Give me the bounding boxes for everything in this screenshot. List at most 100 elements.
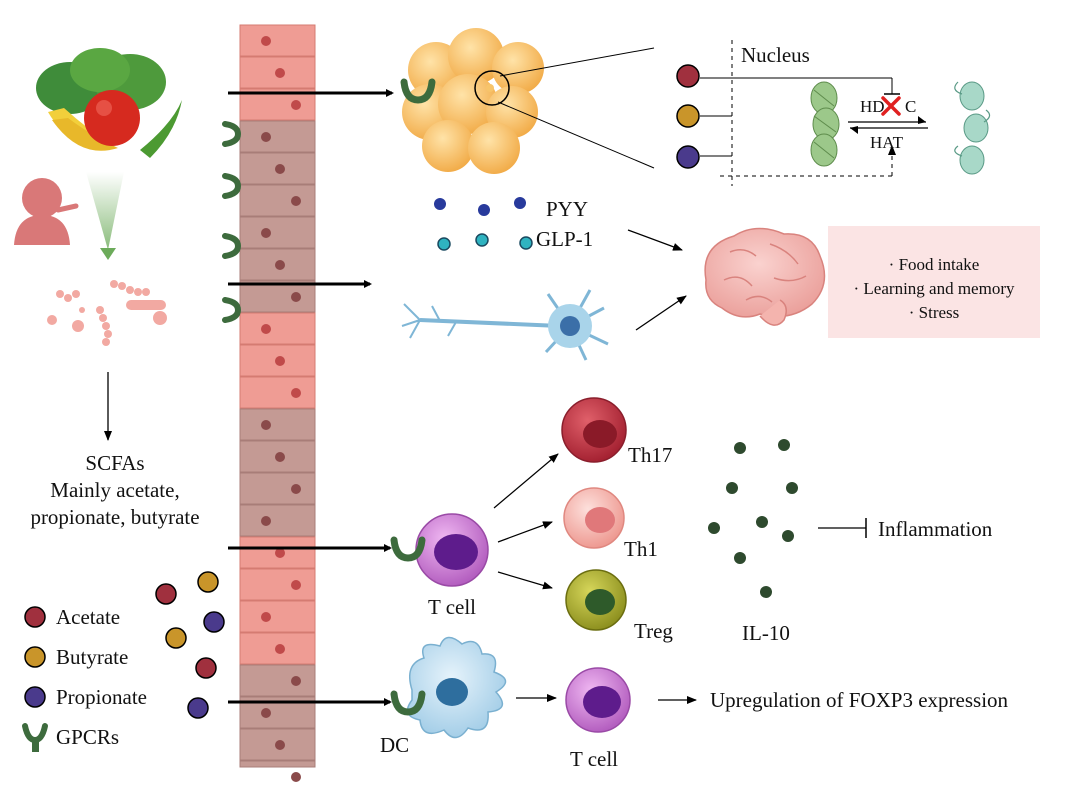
digestion-funnel bbox=[86, 172, 124, 250]
chromatin-compact-icon bbox=[810, 81, 840, 167]
epithelial-cell bbox=[239, 568, 316, 601]
t-cell-icon bbox=[390, 513, 489, 587]
zoom-line-top bbox=[499, 47, 655, 77]
t-cell-2-icon bbox=[565, 667, 631, 733]
scfa-line-2: Mainly acetate, bbox=[50, 478, 179, 502]
scfa-molecules bbox=[155, 571, 225, 719]
epithelial-cell-nucleus bbox=[291, 292, 301, 302]
epithelial-cell bbox=[239, 280, 316, 313]
legend-acetate-label: Acetate bbox=[56, 605, 120, 629]
neuron-to-brain-arrow bbox=[635, 295, 687, 331]
legend: Acetate Butyrate Propionate GPCRs bbox=[22, 605, 147, 752]
glp1-label: GLP-1 bbox=[536, 227, 593, 251]
legend-gpcr-label: GPCRs bbox=[56, 725, 119, 749]
epithelial-cell-nucleus bbox=[275, 452, 285, 462]
legend-butyrate-label: Butyrate bbox=[56, 645, 128, 669]
nucleus-butyrate-icon bbox=[676, 104, 700, 128]
pyy-label: PYY bbox=[546, 197, 588, 221]
treg-cell-icon bbox=[565, 569, 627, 631]
th17-cell-icon bbox=[561, 397, 627, 463]
il10-label: IL-10 bbox=[742, 621, 790, 645]
hdac-label-right: C bbox=[905, 97, 916, 116]
epithelial-cell bbox=[239, 408, 316, 441]
hdac-label-left: HD bbox=[860, 97, 885, 116]
foxp3-label: Upregulation of FOXP3 expression bbox=[710, 688, 1009, 712]
propionate-molecule bbox=[187, 697, 209, 719]
nucleus-inset bbox=[700, 40, 900, 186]
th1-cell-icon bbox=[563, 487, 625, 549]
inhibits-inflammation-line bbox=[818, 518, 867, 538]
dendritic-cell-icon bbox=[390, 636, 507, 739]
th17-label: Th17 bbox=[628, 443, 672, 467]
food-vegetables-icon bbox=[36, 48, 182, 158]
hat-label: HAT bbox=[870, 133, 904, 152]
tcell-to-th17-arrow bbox=[493, 453, 559, 509]
epithelium-gpcr-icon bbox=[222, 173, 242, 199]
epithelial-cell-nucleus bbox=[291, 484, 301, 494]
epithelial-cell-nucleus bbox=[261, 516, 271, 526]
scfa-line-3: propionate, butyrate bbox=[30, 505, 199, 529]
epithelial-cell-nucleus bbox=[291, 100, 301, 110]
inflammation-label: Inflammation bbox=[878, 517, 993, 541]
nucleus-label: Nucleus bbox=[741, 43, 810, 67]
legend-gpcr-icon bbox=[22, 723, 48, 752]
intestinal-epithelium bbox=[239, 24, 316, 782]
epithelial-cell bbox=[239, 760, 316, 768]
hdac-inhibited-icon bbox=[881, 96, 901, 116]
epithelial-cell bbox=[239, 24, 316, 57]
zoom-line-bottom bbox=[497, 101, 655, 169]
epithelial-cell-nucleus bbox=[261, 612, 271, 622]
chromatin-open-icon bbox=[954, 81, 991, 175]
glp1-dots bbox=[437, 233, 533, 251]
epithelial-cell bbox=[239, 216, 316, 249]
tcell-gpcr-icon bbox=[390, 536, 426, 562]
effect-stress: · Stress bbox=[909, 303, 960, 322]
funnel-arrow-icon bbox=[100, 248, 116, 260]
legend-propionate-label: Propionate bbox=[56, 685, 147, 709]
propionate-molecule bbox=[203, 611, 225, 633]
epithelial-cell bbox=[239, 504, 316, 537]
epithelial-cell-nucleus bbox=[291, 580, 301, 590]
dc-label: DC bbox=[380, 733, 409, 757]
acetate-molecule bbox=[195, 657, 217, 679]
epithelial-cell-nucleus bbox=[261, 36, 271, 46]
treg-label: Treg bbox=[634, 619, 673, 643]
hormones-to-brain-arrow bbox=[627, 229, 683, 251]
effect-food-intake: · Food intake bbox=[889, 255, 980, 274]
t-cell-label: T cell bbox=[428, 595, 476, 619]
epithelial-cell-nucleus bbox=[275, 260, 285, 270]
butyrate-molecule bbox=[197, 571, 219, 593]
epithelial-cell-nucleus bbox=[291, 772, 301, 782]
epithelial-cell-nucleus bbox=[291, 676, 301, 686]
epithelial-cell bbox=[239, 472, 316, 505]
legend-butyrate-icon bbox=[24, 646, 46, 668]
epithelial-cell-nucleus bbox=[275, 68, 285, 78]
t-cell-2-label: T cell bbox=[570, 747, 618, 771]
butyrate-molecule bbox=[165, 627, 187, 649]
epithelial-cell-nucleus bbox=[261, 420, 271, 430]
zoom-circle bbox=[474, 70, 510, 106]
epithelium-gpcr-icon bbox=[222, 121, 242, 147]
hdac-hat-equilibrium-arrows bbox=[848, 116, 928, 134]
pyy-dots bbox=[434, 197, 526, 216]
nucleus-acetate-icon bbox=[676, 64, 700, 88]
tcell-to-treg-arrow bbox=[497, 571, 553, 590]
epithelial-cell-nucleus bbox=[275, 164, 285, 174]
nucleus-propionate-icon bbox=[676, 145, 700, 169]
epithelial-cell-nucleus bbox=[261, 324, 271, 334]
epithelial-cell-nucleus bbox=[261, 708, 271, 718]
adipocyte-cluster bbox=[400, 28, 544, 174]
epithelial-cell-nucleus bbox=[275, 356, 285, 366]
epithelial-cell-nucleus bbox=[261, 228, 271, 238]
epithelial-cell-nucleus bbox=[275, 644, 285, 654]
epithelium-gpcr-icon bbox=[222, 297, 242, 323]
gut-bacteria-icon bbox=[47, 280, 167, 346]
epithelial-cell bbox=[239, 312, 316, 345]
effect-learning-memory: · Learning and memory bbox=[854, 279, 1015, 298]
legend-propionate-icon bbox=[24, 686, 46, 708]
epithelial-cell bbox=[239, 184, 316, 217]
epithelial-cell bbox=[239, 664, 316, 697]
scfa-title: SCFAs bbox=[85, 451, 144, 475]
